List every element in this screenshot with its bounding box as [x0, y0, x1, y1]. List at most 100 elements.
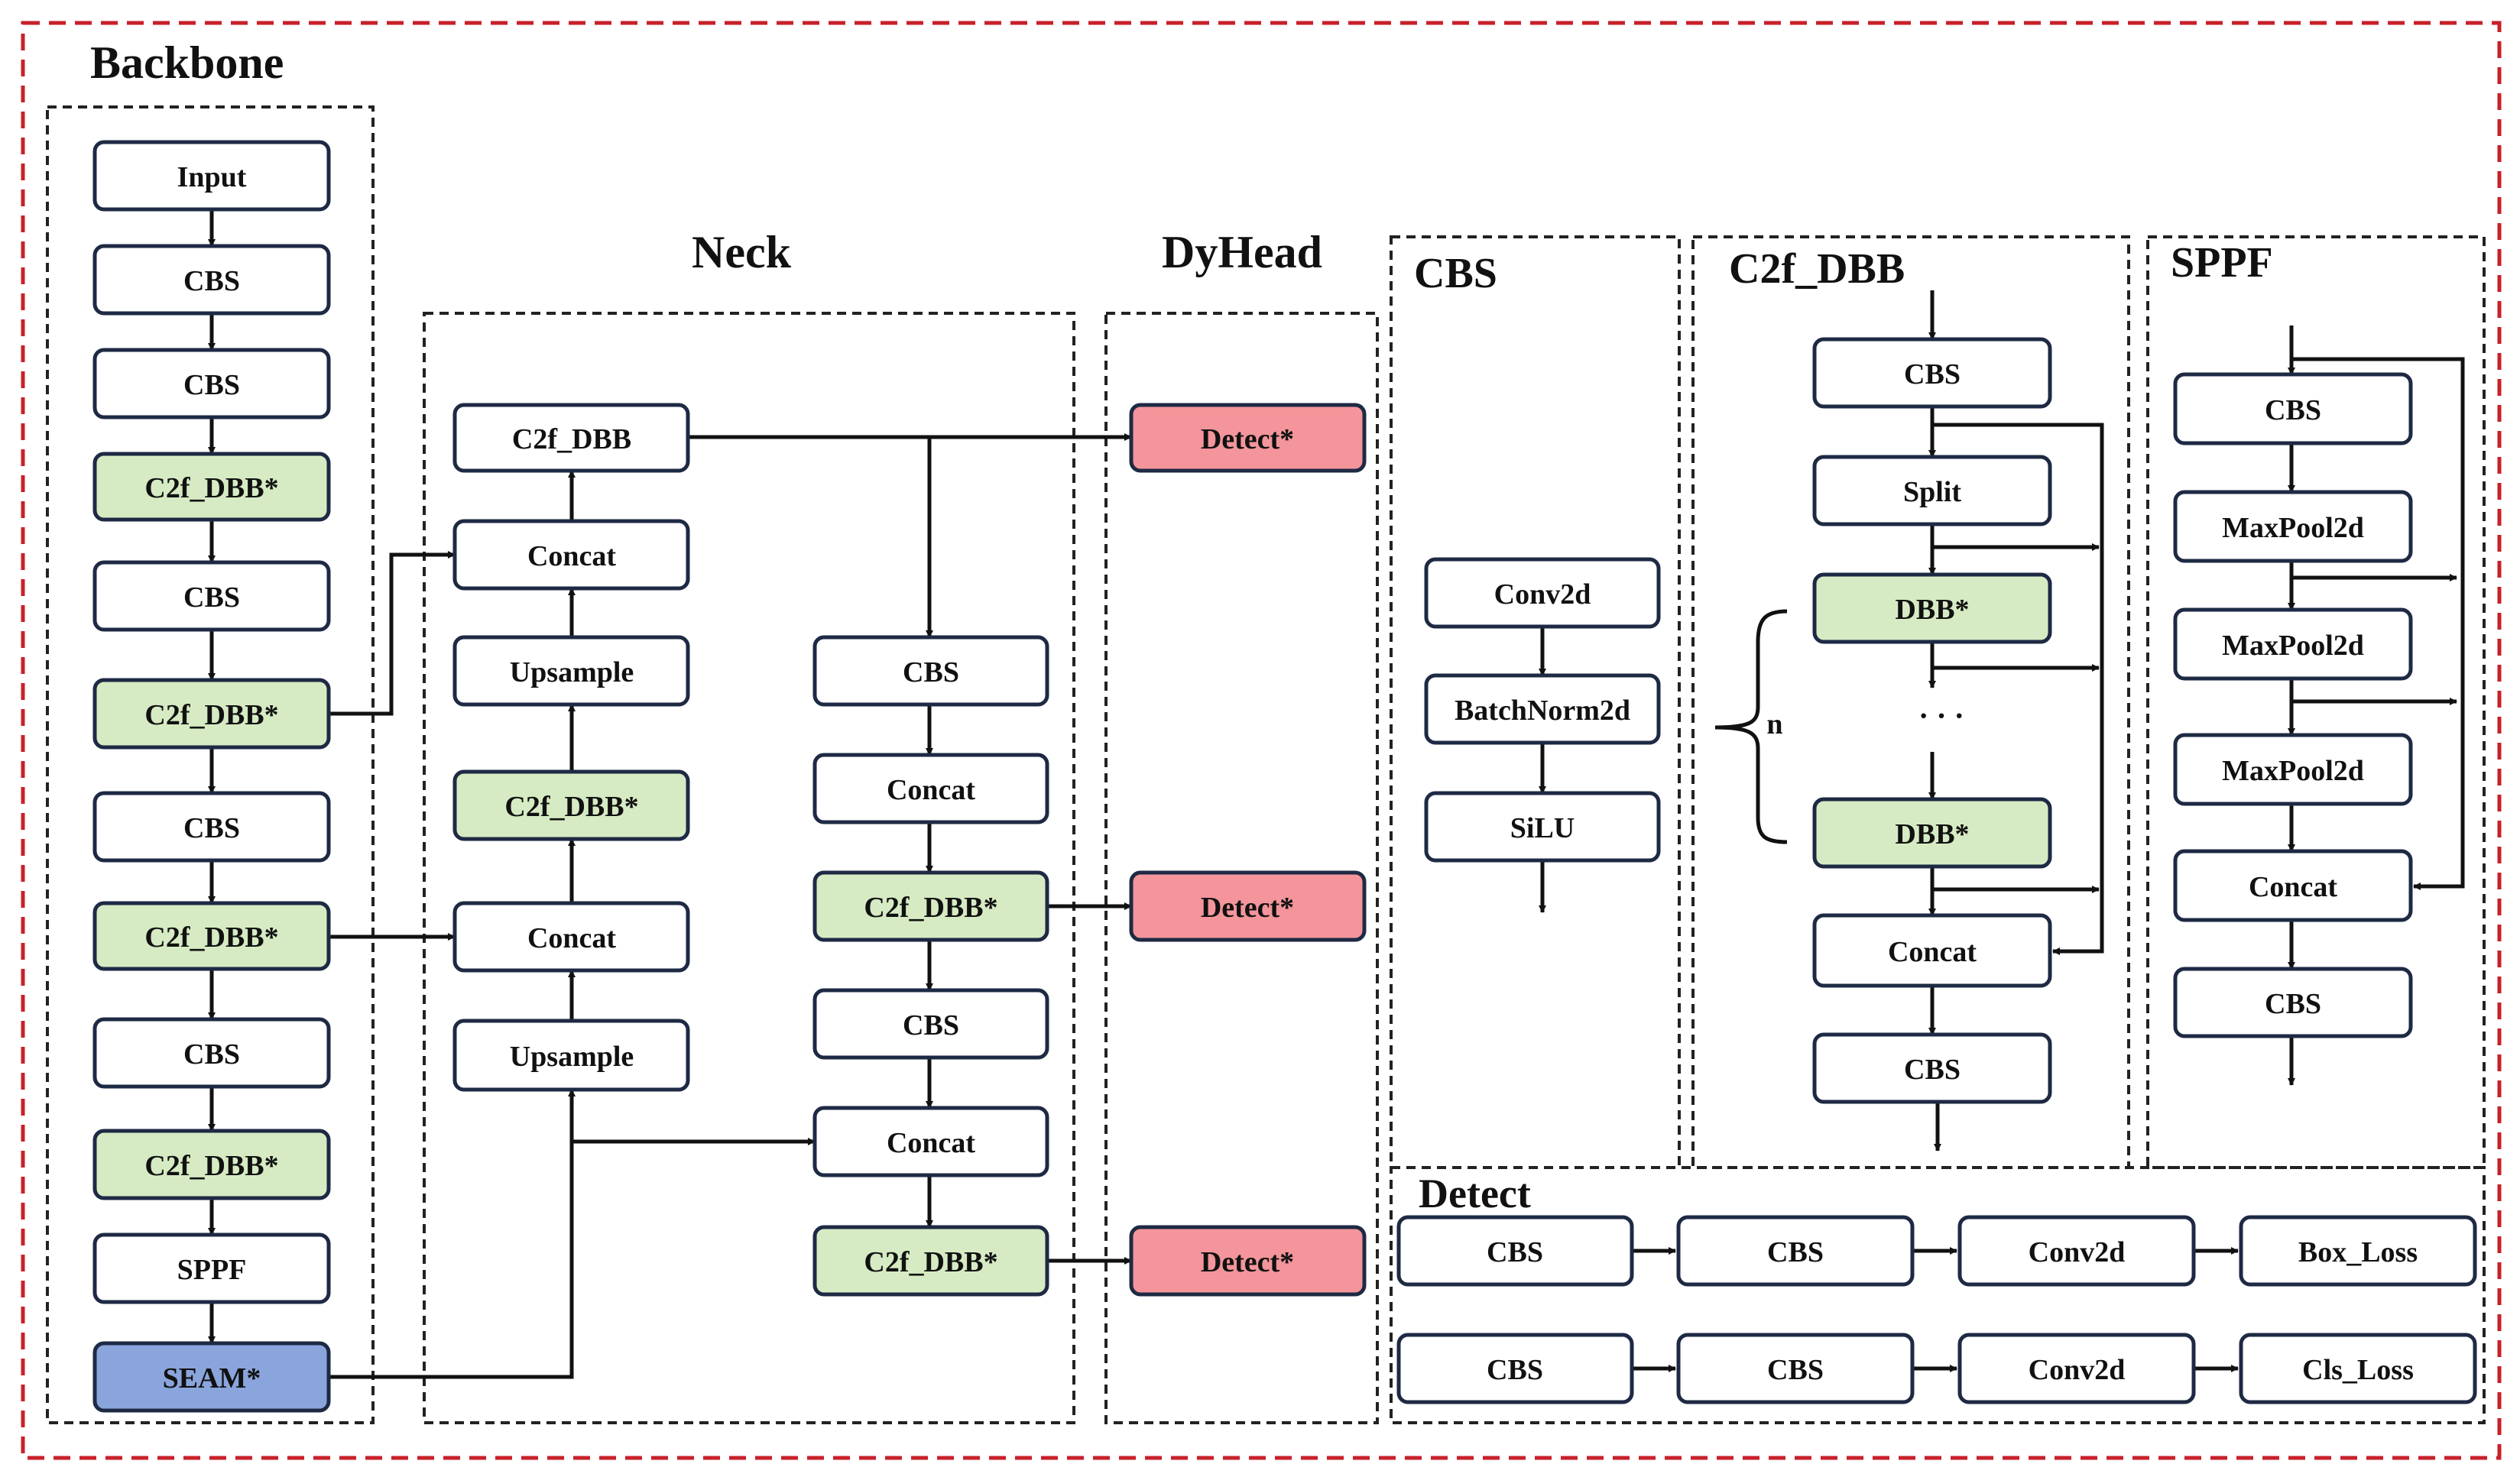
backbone-cbs-node: CBS — [92, 560, 331, 632]
c2f-dbb-concat-node: Concat — [1812, 913, 2052, 988]
node-label: Cls_Loss — [2302, 1354, 2414, 1386]
neck-upsample-node: Upsample — [452, 635, 690, 707]
node-label: C2f_DBB — [512, 423, 631, 455]
backbone-cbs-node: CBS — [92, 244, 331, 316]
detect-row1-cbs-node: CBS — [1396, 1215, 1634, 1287]
node-label: Split — [1903, 476, 1961, 508]
detect-row1-cbs-node: CBS — [1676, 1215, 1915, 1287]
node-label: C2f_DBB* — [144, 922, 278, 954]
title-c2f-dbb: C2f_DBB — [1729, 245, 1905, 293]
neck-frame — [423, 312, 1075, 1424]
node-label: CBS — [1487, 1354, 1543, 1386]
dyhead-detect-node: Detect* — [1129, 403, 1367, 473]
title-sppf: SPPF — [2171, 239, 2273, 287]
neck-concat-node: Concat — [452, 901, 690, 973]
backbone-c2f-dbb-node: C2f_DBB* — [92, 452, 331, 522]
title-detect: Detect — [1419, 1171, 1531, 1216]
cbs-silu-node: SiLU — [1424, 791, 1661, 863]
node-label: Conv2d — [2029, 1236, 2126, 1268]
title-dyhead: DyHead — [1162, 227, 1322, 277]
node-label: Concat — [2249, 871, 2337, 903]
neck-concat-node: Concat — [812, 1106, 1049, 1177]
connectors — [208, 209, 2465, 1379]
node-label: MaxPool2d — [2222, 755, 2364, 787]
backbone-c2f-dbb-node: C2f_DBB* — [92, 678, 331, 750]
node-label: SEAM* — [163, 1362, 261, 1394]
node-label: Box_Loss — [2298, 1236, 2418, 1268]
detect-row2-cbs-node: CBS — [1676, 1333, 1915, 1404]
node-label: Upsample — [510, 656, 634, 688]
title-cbs: CBS — [1414, 250, 1497, 297]
node-label: C2f_DBB* — [144, 472, 278, 504]
node-label: CBS — [183, 1038, 240, 1071]
node-label: BatchNorm2d — [1455, 695, 1630, 727]
n-brace — [1714, 609, 1788, 844]
backbone-cbs-node: CBS — [92, 1017, 331, 1089]
section-frames — [46, 105, 2486, 1424]
detect-row2-cbs-node: CBS — [1396, 1333, 1634, 1404]
cbs-conv2d-node: Conv2d — [1424, 557, 1661, 629]
detect-box-loss-node: Box_Loss — [2239, 1215, 2477, 1287]
node-label: Concat — [1888, 936, 1977, 968]
node-label: Conv2d — [1494, 578, 1591, 611]
node-label: MaxPool2d — [2222, 630, 2364, 662]
node-label: CBS — [183, 581, 240, 614]
c2f-dbb-n-label: n — [1766, 708, 1782, 740]
neck-c2f-dbb-top-node: C2f_DBB — [452, 403, 690, 473]
node-label: CBS — [903, 656, 959, 688]
node-label: SPPF — [177, 1254, 247, 1286]
neck-c2f-dbb-mid-node: C2f_DBB* — [452, 769, 690, 841]
c2f-dbb-cbs-out-node: CBS — [1812, 1032, 2052, 1104]
cbs-batchnorm2d-node: BatchNorm2d — [1424, 673, 1661, 745]
detect-row1-conv2d-node: Conv2d — [1957, 1215, 2196, 1287]
backbone-frame — [46, 105, 375, 1424]
backbone-seam-node: SEAM* — [92, 1341, 331, 1413]
node-label: Upsample — [510, 1041, 634, 1073]
detect-row2-conv2d-node: Conv2d — [1957, 1333, 2196, 1404]
node-label: Concat — [527, 922, 616, 954]
dyhead-detect-node: Detect* — [1129, 1225, 1367, 1297]
backbone-cbs-node: CBS — [92, 791, 331, 863]
node-label: CBS — [183, 369, 240, 401]
node-label: CBS — [183, 265, 240, 297]
backbone-cbs-node: CBS — [92, 348, 331, 419]
c2f-dbb-split-node: Split — [1812, 455, 2052, 526]
sppf-maxpool-node: MaxPool2d — [2173, 733, 2413, 806]
node-label: Concat — [887, 1127, 975, 1159]
sppf-maxpool-node: MaxPool2d — [2173, 490, 2413, 563]
title-neck: Neck — [692, 227, 792, 277]
dyhead-detect-node: Detect* — [1129, 870, 1367, 942]
detect-frame — [1390, 1166, 2486, 1424]
c2f-dbb-frame — [1691, 235, 2130, 1169]
neck-c2f-dbb-node: C2f_DBB* — [812, 870, 1049, 942]
node-label: CBS — [2265, 988, 2321, 1020]
c2f-dbb-ellipsis: · · · — [1918, 698, 1964, 733]
node-label: Detect* — [1201, 892, 1294, 924]
sppf-concat-node: Concat — [2173, 849, 2413, 922]
sppf-cbs-out-node: CBS — [2173, 967, 2413, 1038]
neck-upsample-node: Upsample — [452, 1019, 690, 1092]
node-label: CBS — [1767, 1236, 1824, 1268]
node-label: Detect* — [1201, 423, 1294, 455]
neck-cbs-node: CBS — [812, 635, 1049, 707]
node-label: CBS — [183, 812, 240, 844]
node-label: CBS — [1904, 1054, 1961, 1086]
backbone-sppf-node: SPPF — [92, 1232, 331, 1304]
neck-concat-node: Concat — [812, 753, 1049, 824]
detect-cls-loss-node: Cls_Loss — [2239, 1333, 2477, 1404]
neck-cbs-node: CBS — [812, 988, 1049, 1060]
title-backbone: Backbone — [90, 37, 284, 88]
c2f-dbb-dbb-node: DBB* — [1812, 797, 2052, 869]
node-label: CBS — [903, 1009, 959, 1041]
sppf-cbs-in-node: CBS — [2173, 372, 2413, 445]
dyhead-frame — [1104, 312, 1379, 1424]
neck-concat-node: Concat — [452, 519, 690, 591]
outer-frame — [21, 21, 2502, 1460]
node-label: C2f_DBB* — [144, 699, 278, 731]
node-label: C2f_DBB* — [864, 892, 997, 924]
node-label: DBB* — [1895, 818, 1969, 850]
node-label: Conv2d — [2029, 1354, 2126, 1386]
sppf-frame — [2146, 235, 2486, 1169]
backbone-input-node: Input — [92, 140, 331, 212]
